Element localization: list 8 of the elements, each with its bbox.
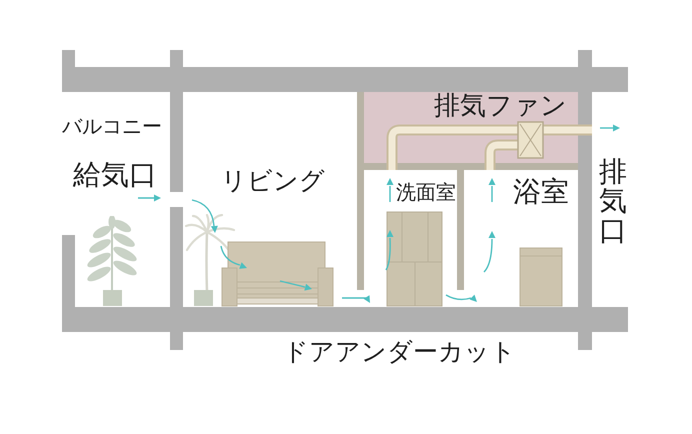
room-label: リビング — [221, 168, 325, 193]
undercut-label: ドアアンダーカット — [283, 339, 516, 364]
area-label: バルコニー — [62, 116, 162, 136]
room-label: 洗面室 — [396, 182, 456, 202]
vent-label: 給気口 — [73, 161, 157, 189]
room-label: 浴室 — [513, 178, 569, 206]
fan-label: 排気ファン — [434, 93, 567, 119]
vent-label: 排気口 — [599, 157, 627, 246]
